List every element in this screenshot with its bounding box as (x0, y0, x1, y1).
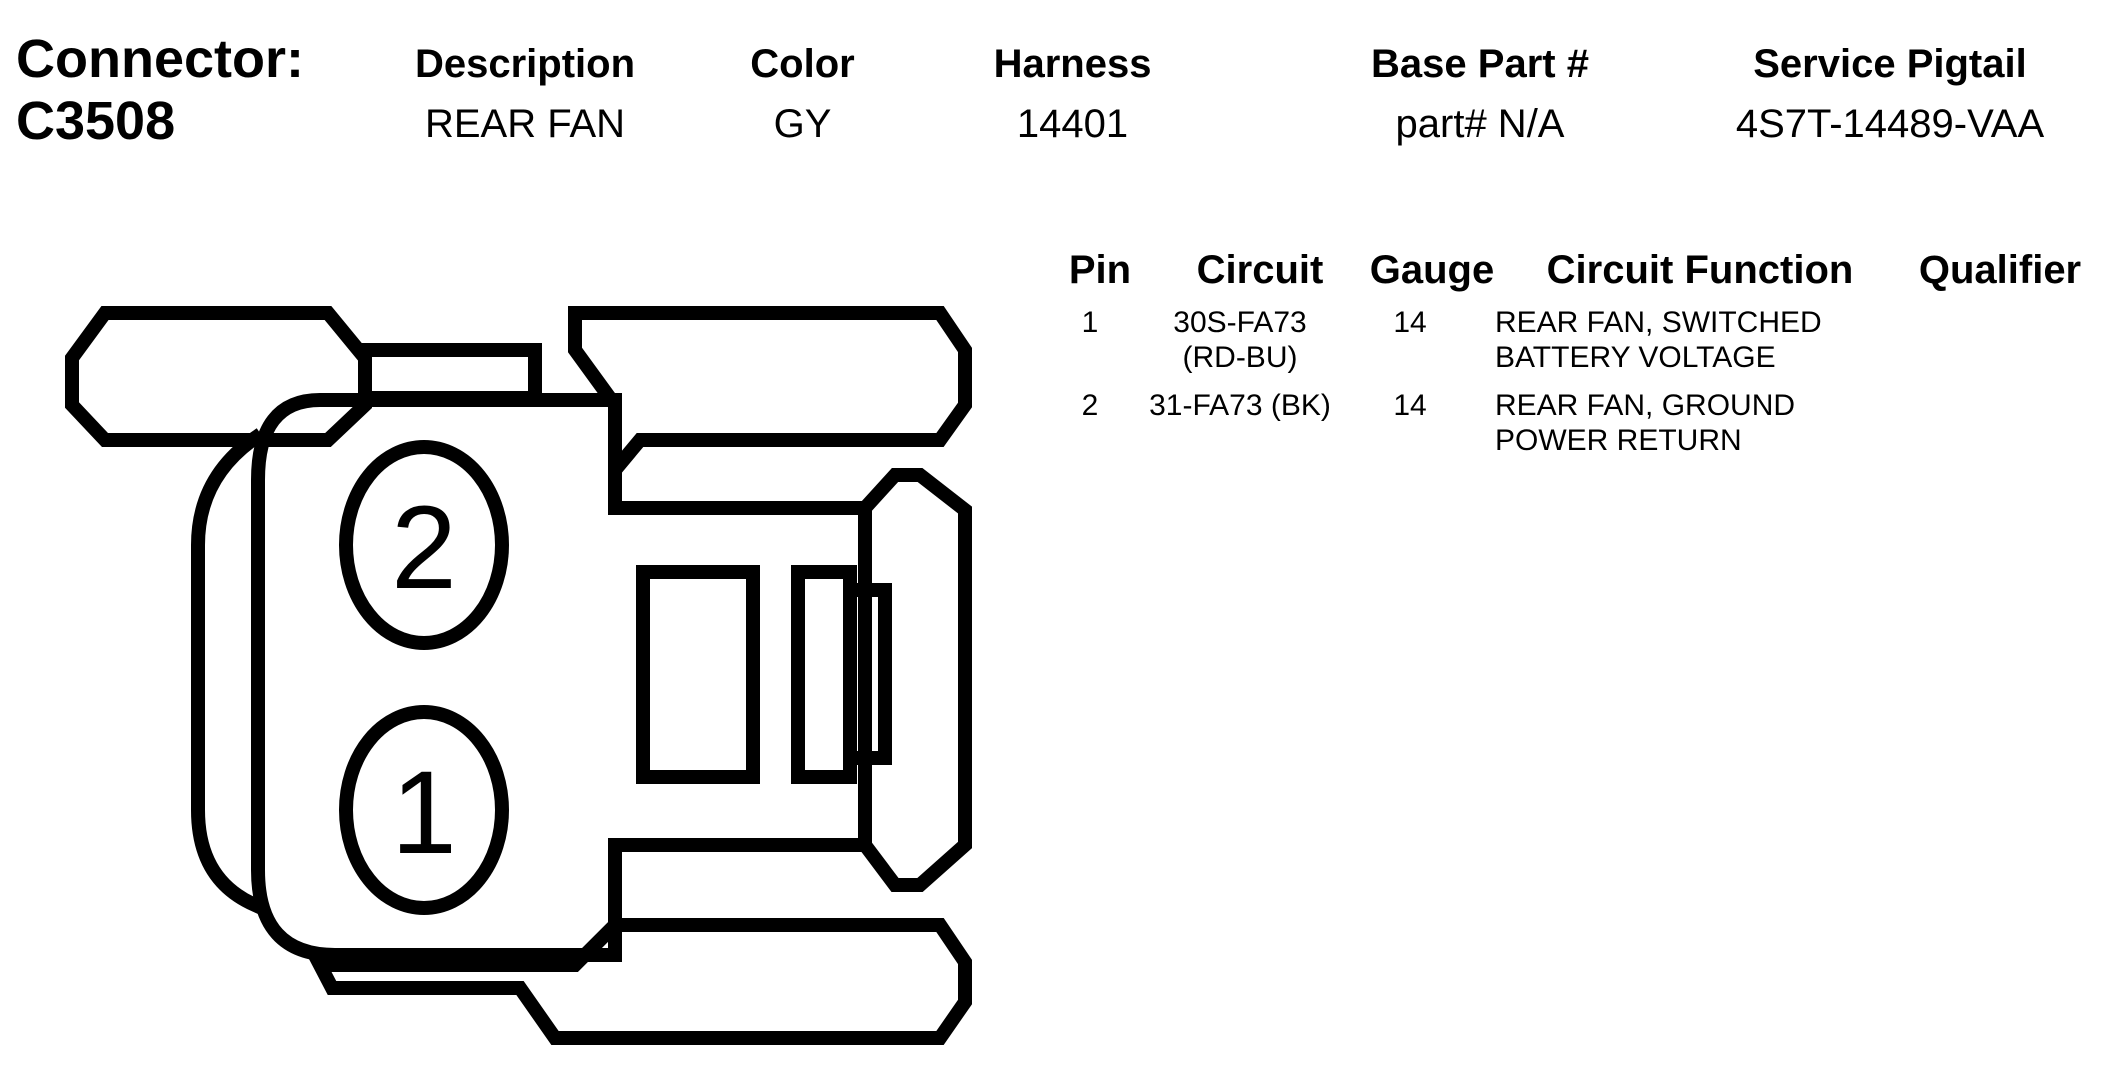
circuit-header: Circuit (1196, 248, 1324, 292)
circuit-line2: (RD-BU) (1182, 341, 1298, 374)
connector-face-diagram: 2 1 (65, 306, 972, 1045)
color-value: GY (773, 102, 832, 146)
gauge-value: 14 (1393, 389, 1427, 422)
function-line1: REAR FAN, SWITCHED (1495, 306, 1822, 339)
top-left-latch (65, 306, 372, 447)
harness-value: 14401 (1016, 102, 1129, 146)
table-row: 2 31-FA73 (BK) 14 REAR FAN, GROUND POWER… (1040, 388, 2090, 463)
pin-cavity-2 (339, 440, 509, 650)
description-label: Description (414, 42, 636, 86)
service-pigtail-value: 4S7T-14489-VAA (1735, 102, 2045, 146)
header-harness: Harness 14401 (960, 40, 1185, 148)
pin-header: Pin (1068, 248, 1132, 292)
connector-label: Connector: (16, 29, 304, 89)
gauge-header: Gauge (1369, 248, 1495, 292)
key-slot (636, 565, 760, 784)
pin-number: 1 (1081, 306, 1099, 339)
function-line2: BATTERY VOLTAGE (1495, 341, 1776, 374)
pin-number: 2 (1081, 389, 1099, 422)
base-part-label: Base Part # (1371, 42, 1589, 86)
pin-label-1: 1 (391, 747, 457, 879)
top-right-latch (568, 306, 972, 490)
gauge-value: 14 (1393, 306, 1427, 339)
connector-title: Connector: C3508 (16, 28, 304, 152)
bottom-latch (308, 918, 972, 1045)
header-description: Description REAR FAN (395, 40, 655, 148)
function-line1: REAR FAN, GROUND (1495, 389, 1796, 422)
header-base-part: Base Part # part# N/A (1345, 40, 1615, 148)
pin-label-2: 2 (391, 482, 457, 614)
harness-label: Harness (993, 42, 1152, 86)
base-part-value: part# N/A (1395, 102, 1565, 146)
circuit-line1: 31-FA73 (BK) (1149, 389, 1331, 422)
color-label: Color (750, 42, 855, 86)
connector-body (251, 393, 872, 962)
header-service-pigtail: Service Pigtail 4S7T-14489-VAA (1690, 40, 2090, 148)
top-bridge-tab (358, 343, 542, 405)
description-value: REAR FAN (424, 102, 626, 146)
function-line2: POWER RETURN (1495, 424, 1742, 457)
connector-id: C3508 (16, 91, 176, 151)
circuit-line1: 30S-FA73 (1173, 306, 1307, 339)
header-color: Color GY (715, 40, 890, 148)
left-side-rail (191, 428, 265, 915)
service-pigtail-label: Service Pigtail (1753, 42, 2027, 86)
table-row: 1 30S-FA73 (RD-BU) 14 REAR FAN, SWITCHED… (1040, 305, 2090, 380)
lock-tab (791, 565, 857, 784)
pin-cavity-1 (339, 705, 509, 915)
lock-tab-insert (843, 583, 892, 765)
qualifier-header: Qualifier (1918, 248, 2082, 292)
right-latch (855, 468, 972, 892)
function-header: Circuit Function (1546, 248, 1854, 292)
